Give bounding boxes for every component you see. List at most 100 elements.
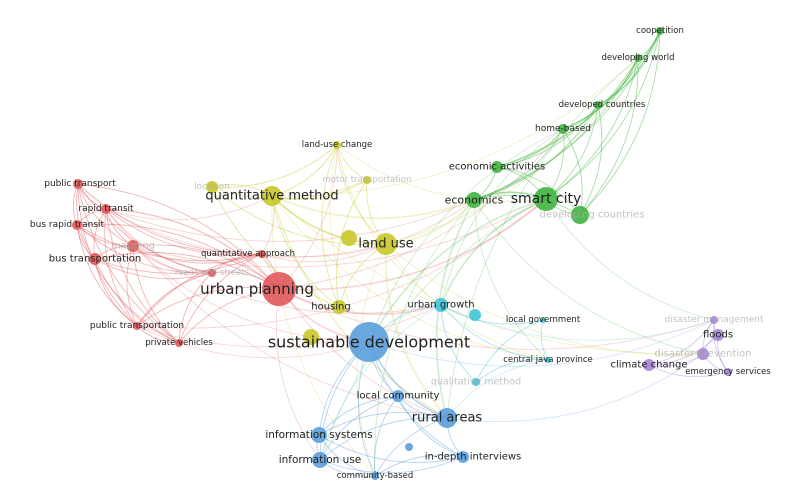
network-node[interactable]: [724, 368, 732, 376]
network-node[interactable]: [262, 272, 296, 306]
network-node[interactable]: [466, 192, 482, 208]
node-label[interactable]: bus rapid transit: [30, 220, 105, 230]
node-label[interactable]: developing countries: [540, 210, 645, 221]
network-node[interactable]: [258, 250, 266, 258]
network-node[interactable]: [375, 233, 397, 255]
network-node[interactable]: [437, 408, 457, 428]
node-label[interactable]: smart city: [511, 191, 582, 207]
node-label[interactable]: rapid transit: [78, 204, 134, 214]
node-label[interactable]: motor transportation: [323, 175, 412, 185]
network-link: [105, 208, 263, 256]
network-node[interactable]: [127, 240, 139, 252]
network-node[interactable]: [72, 220, 82, 230]
node-label[interactable]: qualitative method: [431, 377, 521, 388]
network-node[interactable]: [312, 452, 328, 468]
network-node[interactable]: [469, 309, 481, 321]
node-label[interactable]: floods: [703, 330, 733, 341]
network-node[interactable]: [332, 300, 346, 314]
node-label[interactable]: climate change: [611, 360, 688, 371]
network-node[interactable]: [133, 322, 141, 330]
node-label[interactable]: disaster prevention: [655, 349, 752, 360]
network-node[interactable]: [594, 101, 602, 109]
node-label[interactable]: location: [194, 182, 230, 192]
node-label[interactable]: roads and streets: [175, 268, 250, 278]
node-label[interactable]: developing world: [601, 53, 674, 63]
node-label[interactable]: developed countries: [559, 100, 646, 110]
node-label[interactable]: economic activities: [449, 162, 546, 173]
node-label[interactable]: rural areas: [412, 411, 483, 426]
network-node[interactable]: [405, 443, 413, 451]
network-link: [397, 395, 464, 458]
network-link: [275, 288, 321, 461]
network-node[interactable]: [656, 27, 664, 35]
network-link: [446, 57, 639, 419]
network-node[interactable]: [710, 316, 718, 324]
network-node[interactable]: [534, 187, 558, 211]
node-label[interactable]: community-based: [337, 471, 414, 481]
network-link: [374, 454, 464, 477]
node-label[interactable]: mapping: [111, 241, 155, 252]
node-label[interactable]: housing: [311, 302, 350, 313]
network-link: [271, 195, 340, 308]
network-link: [319, 417, 448, 461]
network-link: [76, 224, 180, 344]
node-label[interactable]: land-use change: [302, 140, 372, 150]
network-node[interactable]: [697, 348, 709, 360]
network-node[interactable]: [363, 176, 371, 184]
network-link: [136, 325, 370, 359]
network-link: [318, 434, 464, 463]
network-node[interactable]: [571, 206, 589, 224]
node-label[interactable]: quantitative method: [205, 189, 338, 204]
node-label[interactable]: in-depth interviews: [425, 452, 522, 463]
node-label[interactable]: land use: [358, 237, 413, 252]
network-link: [368, 128, 564, 343]
network-node[interactable]: [540, 317, 546, 323]
network-node[interactable]: [392, 390, 404, 402]
network-node[interactable]: [262, 186, 282, 206]
node-label[interactable]: disaster management: [664, 315, 763, 325]
node-label[interactable]: public transportation: [90, 321, 184, 331]
network-node[interactable]: [303, 329, 319, 345]
node-label[interactable]: information systems: [265, 429, 372, 441]
network-node[interactable]: [89, 253, 101, 265]
network-link: [136, 325, 180, 344]
network-node[interactable]: [434, 298, 448, 312]
network-node[interactable]: [101, 204, 111, 214]
network-link: [597, 57, 639, 106]
network-node[interactable]: [712, 329, 724, 341]
node-label[interactable]: local government: [506, 315, 581, 325]
network-link: [178, 253, 263, 344]
node-label[interactable]: central java province: [503, 355, 593, 365]
node-label[interactable]: urban planning: [200, 280, 314, 298]
network-node[interactable]: [208, 269, 216, 277]
node-label[interactable]: emergency services: [685, 367, 771, 377]
network-node[interactable]: [472, 378, 480, 386]
node-label[interactable]: urban growth: [407, 300, 474, 311]
node-label[interactable]: sustainable development: [268, 333, 470, 352]
network-node[interactable]: [643, 359, 655, 371]
network-node[interactable]: [371, 472, 379, 480]
network-node[interactable]: [73, 179, 83, 189]
network-node[interactable]: [333, 141, 341, 149]
network-node[interactable]: [349, 322, 389, 362]
network-node[interactable]: [206, 181, 218, 193]
network-node[interactable]: [491, 161, 503, 173]
network-link: [329, 144, 370, 343]
node-label[interactable]: information use: [279, 454, 362, 466]
node-label[interactable]: economics: [445, 194, 504, 207]
network-node[interactable]: [457, 451, 469, 463]
node-label[interactable]: local community: [357, 391, 440, 402]
node-label[interactable]: quantitative approach: [201, 249, 295, 259]
node-label[interactable]: home-based: [535, 124, 591, 134]
network-node[interactable]: [634, 54, 642, 62]
network-node[interactable]: [545, 357, 551, 363]
network-node[interactable]: [311, 427, 327, 443]
network-node[interactable]: [558, 124, 568, 134]
network-node[interactable]: [341, 230, 357, 246]
node-label[interactable]: coopetition: [636, 26, 684, 36]
network-node[interactable]: [175, 339, 183, 347]
node-label[interactable]: public transport: [44, 179, 116, 189]
node-label[interactable]: private vehicles: [145, 338, 213, 348]
node-label[interactable]: bus transportation: [49, 254, 142, 265]
